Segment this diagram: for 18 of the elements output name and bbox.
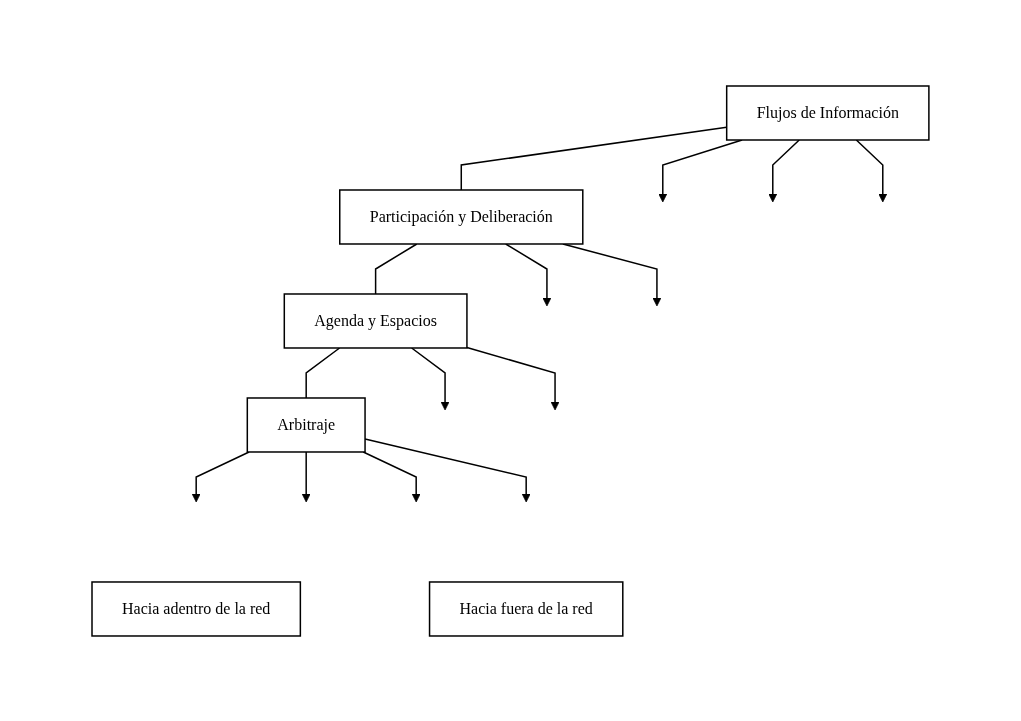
arrow xyxy=(658,138,743,202)
node-box: Flujos de Información xyxy=(726,84,930,141)
arrow xyxy=(364,437,531,502)
connector xyxy=(305,346,341,399)
node-box: Hacia fuera de la red xyxy=(428,580,624,637)
arrow xyxy=(768,138,801,202)
node-box: Agenda y Espacios xyxy=(283,292,468,349)
arrow xyxy=(301,450,311,502)
arrow xyxy=(410,346,450,410)
connector xyxy=(374,242,418,295)
arrow xyxy=(855,138,888,202)
node-box: Hacia adentro de la red xyxy=(91,580,302,637)
arrow xyxy=(191,450,250,502)
arrow xyxy=(505,242,552,306)
arrow xyxy=(466,346,560,410)
node-box: Participación y Deliberación xyxy=(339,188,584,245)
node-box: Arbitraje xyxy=(246,396,366,453)
arrow xyxy=(362,450,421,502)
